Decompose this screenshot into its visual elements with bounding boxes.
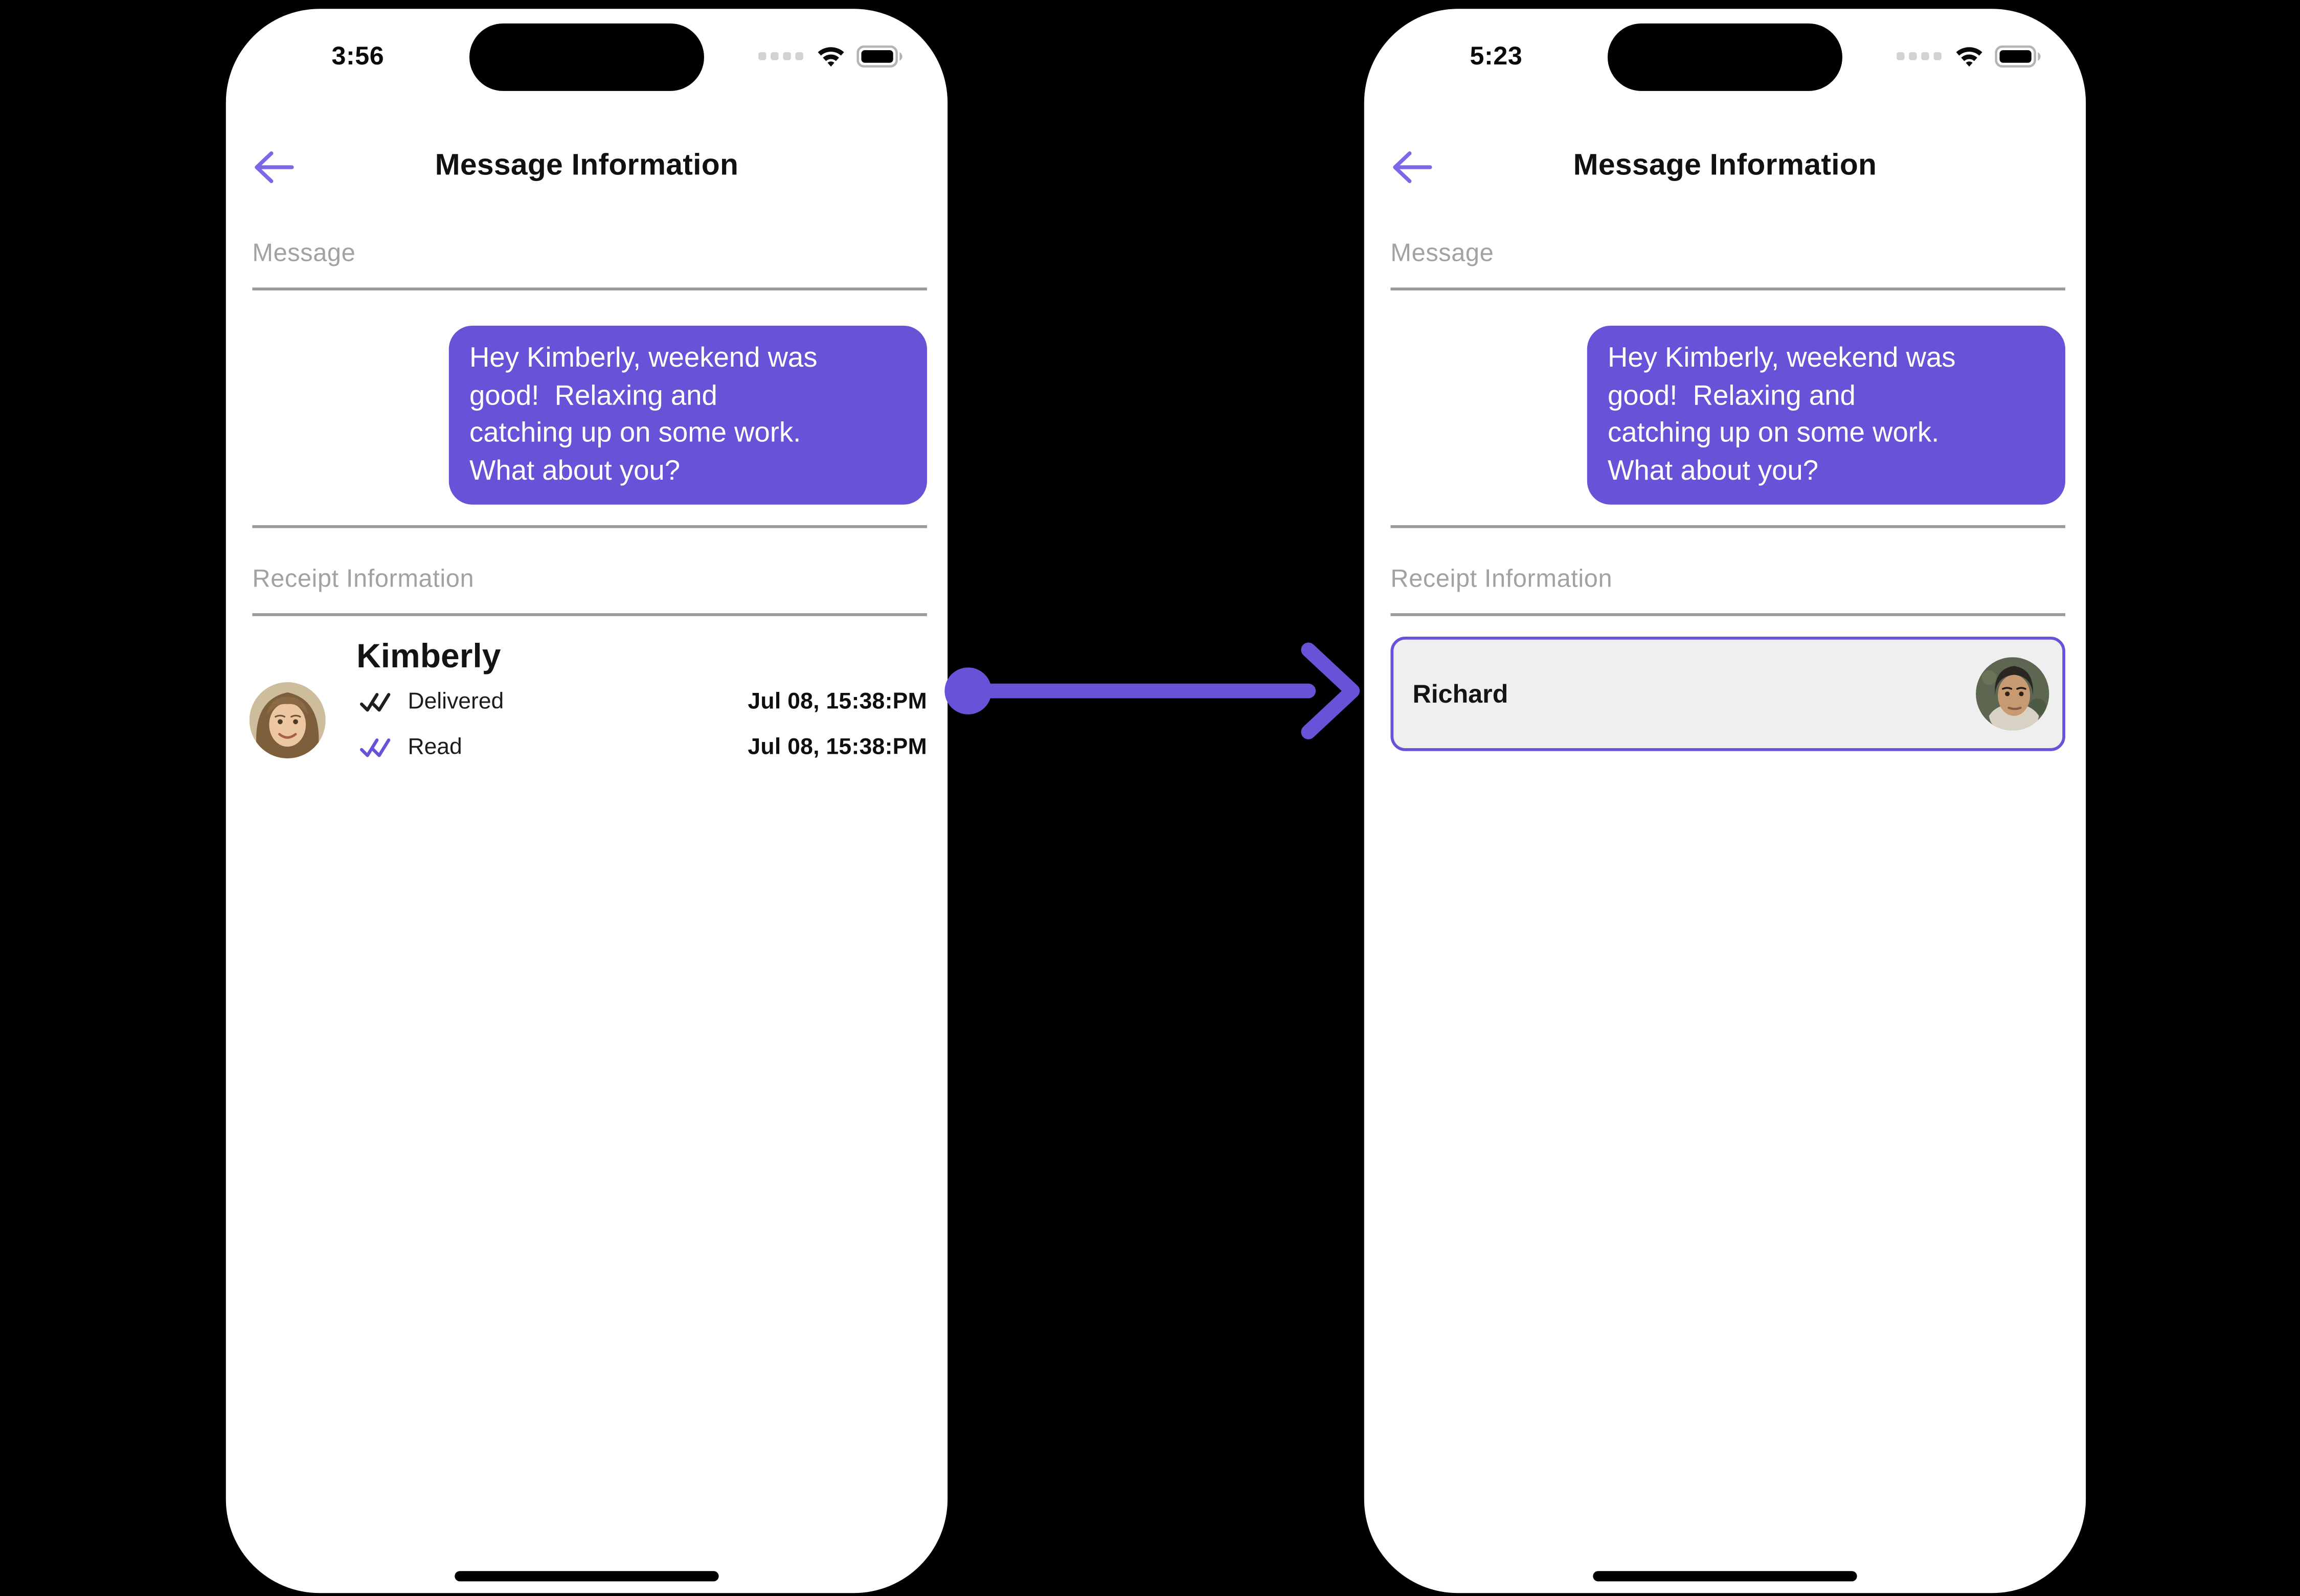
man-portrait-image bbox=[1976, 657, 2049, 731]
divider bbox=[1390, 525, 2065, 528]
status-bar-time: 5:23 bbox=[1470, 41, 1523, 71]
delivery-status-row: Delivered Jul 08, 15:38:PM bbox=[359, 687, 927, 719]
home-indicator[interactable] bbox=[1593, 1571, 1857, 1582]
divider bbox=[1390, 613, 2065, 616]
divider bbox=[1390, 287, 2065, 290]
recipient-avatar bbox=[249, 682, 326, 759]
status-label: Delivered bbox=[408, 689, 504, 715]
back-arrow-icon[interactable] bbox=[1389, 148, 1433, 187]
message-section-label: Message bbox=[252, 239, 356, 267]
message-bubble: Hey Kimberly, weekend was good! Relaxing… bbox=[448, 325, 927, 505]
page-title: Message Information bbox=[1573, 148, 1877, 182]
double-check-icon bbox=[359, 738, 391, 757]
nav-header: Message Information bbox=[226, 148, 948, 192]
message-section-label: Message bbox=[1390, 239, 1494, 267]
transition-arrow bbox=[944, 642, 1360, 739]
receipt-section-label: Receipt Information bbox=[252, 565, 475, 593]
recipient-avatar bbox=[1976, 657, 2049, 731]
woman-portrait-image bbox=[249, 682, 326, 759]
status-timestamp: Jul 08, 15:38:PM bbox=[748, 689, 927, 715]
divider bbox=[252, 525, 927, 528]
wifi-icon bbox=[1956, 47, 1982, 67]
wifi-icon bbox=[818, 47, 844, 67]
status-bar-time: 3:56 bbox=[331, 41, 385, 71]
dynamic-island bbox=[469, 23, 704, 91]
status-label: Read bbox=[408, 735, 462, 760]
double-check-icon bbox=[359, 693, 391, 712]
battery-icon bbox=[856, 44, 903, 67]
divider bbox=[252, 613, 927, 616]
receipt-section-label: Receipt Information bbox=[1390, 565, 1613, 593]
back-arrow-icon[interactable] bbox=[251, 148, 295, 187]
right-phone: 5:23 Message Informatio bbox=[1364, 9, 2086, 1593]
battery-icon bbox=[1995, 44, 2041, 67]
home-indicator[interactable] bbox=[455, 1571, 719, 1582]
cellular-signal-icon bbox=[758, 52, 803, 60]
nav-header: Message Information bbox=[1364, 148, 2086, 192]
status-bar-icons bbox=[758, 44, 904, 68]
cellular-signal-icon bbox=[1897, 52, 1942, 60]
status-timestamp: Jul 08, 15:38:PM bbox=[748, 735, 927, 760]
divider bbox=[252, 287, 927, 290]
recipient-receipt-card[interactable]: Richard bbox=[1390, 636, 2065, 751]
read-status-row: Read Jul 08, 15:38:PM bbox=[359, 732, 927, 764]
recipient-name: Richard bbox=[1412, 678, 1508, 708]
dynamic-island bbox=[1607, 23, 1842, 91]
recipient-name: Kimberly bbox=[356, 636, 501, 675]
status-bar-icons bbox=[1897, 44, 2042, 68]
left-phone: 3:56 Message Informatio bbox=[226, 9, 948, 1593]
page-title: Message Information bbox=[435, 148, 739, 182]
message-bubble: Hey Kimberly, weekend was good! Relaxing… bbox=[1587, 325, 2065, 505]
